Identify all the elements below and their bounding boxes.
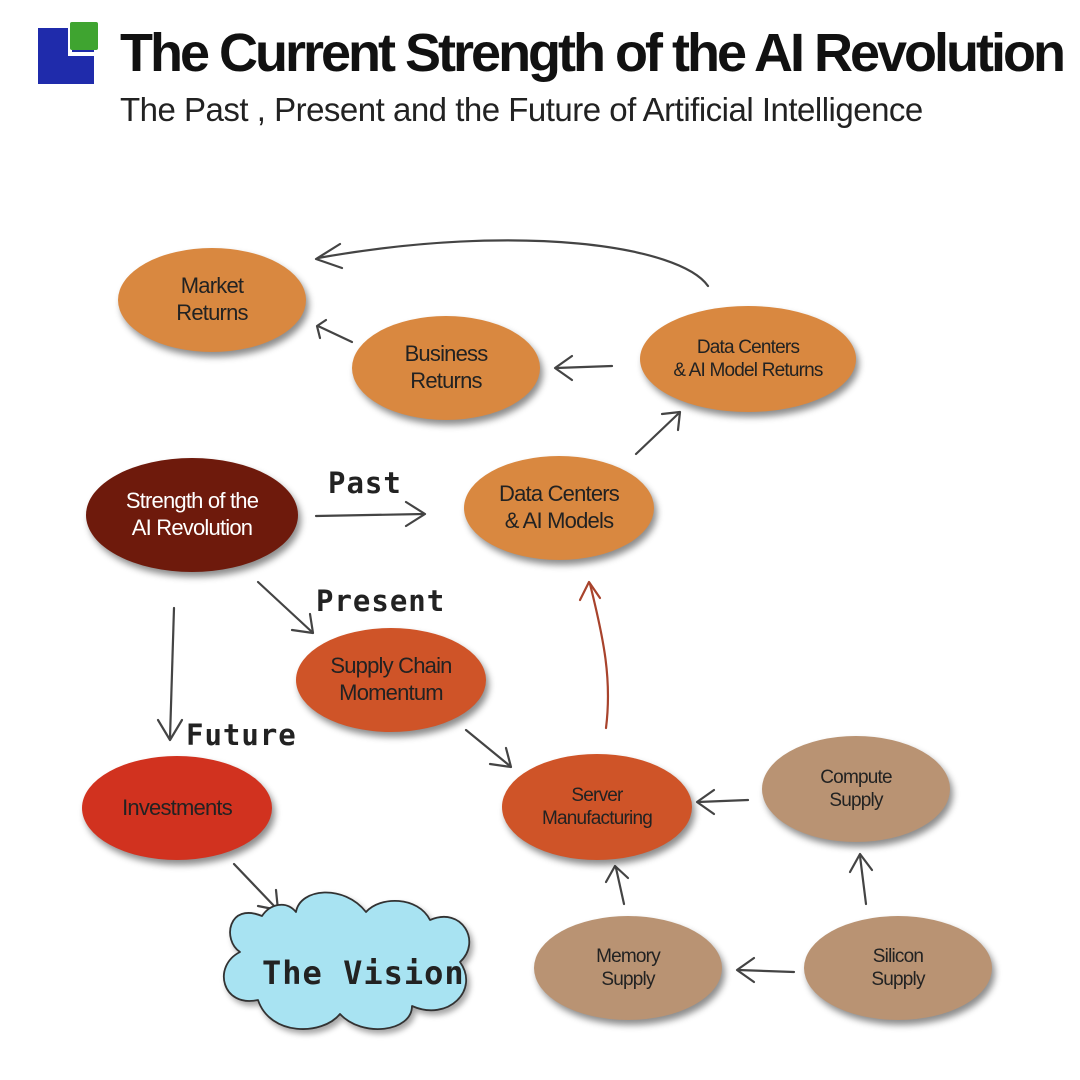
arrowhead	[848, 852, 874, 874]
arrow-present	[256, 580, 314, 634]
node-market-returns: Market Returns	[118, 248, 306, 352]
arrow-silicon-to-memory	[736, 968, 796, 974]
arrow-investments-to-vision	[232, 862, 278, 910]
node-label: Business Returns	[404, 341, 489, 393]
node-label: Market Returns	[176, 273, 248, 325]
arrow-dcreturns-to-business	[554, 364, 614, 370]
node-supply-chain-momentum: Supply Chain Momentum	[296, 628, 486, 732]
node-label: Silicon Supply	[871, 945, 925, 990]
node-server-manufacturing: Server Manufacturing	[502, 754, 692, 860]
node-investments: Investments	[82, 756, 272, 860]
label-past: Past	[328, 466, 402, 500]
node-business-returns: Business Returns	[352, 316, 540, 420]
arrowhead	[735, 956, 756, 984]
page-subtitle: The Past , Present and the Future of Art…	[120, 91, 923, 128]
node-label: Compute Supply	[820, 766, 892, 811]
page-title: The Current Strength of the AI Revolutio…	[120, 23, 1066, 83]
arrowhead	[404, 500, 427, 528]
arrowhead	[553, 354, 574, 382]
arrowhead	[604, 864, 630, 884]
label-present: Present	[316, 584, 446, 618]
node-compute-supply: Compute Supply	[762, 736, 950, 842]
label-future: Future	[186, 718, 297, 752]
node-label: Data Centers & AI Models	[498, 481, 620, 533]
arrow-past	[314, 512, 426, 518]
arrow-memory-to-server	[614, 866, 626, 906]
node-dc-ai-model-returns: Data Centers & AI Model Returns	[640, 306, 856, 412]
brand-logo	[38, 22, 98, 84]
arrow-dcmodels-to-dcreturns	[634, 412, 680, 456]
arrowhead	[695, 788, 716, 816]
arrowhead	[488, 746, 513, 769]
arrow-business-to-market	[316, 324, 354, 344]
vision-cloud-shape	[223, 891, 471, 1030]
arrow-compute-to-server	[696, 798, 750, 804]
arrow-server-to-dcmodels	[588, 582, 610, 730]
vision-label: The Vision	[262, 954, 465, 992]
node-memory-supply: Memory Supply	[534, 916, 722, 1020]
arrow-silicon-to-compute	[858, 854, 868, 906]
arrowhead	[314, 242, 344, 270]
arrowhead	[156, 718, 184, 742]
node-label: Supply Chain Momentum	[330, 653, 452, 705]
node-label: Strength of the AI Revolution	[125, 488, 259, 540]
arrowhead	[290, 612, 315, 635]
arrow-future	[168, 606, 176, 740]
arrow-supply-to-server	[464, 728, 512, 768]
arrow-dcreturns-to-market	[316, 239, 710, 288]
node-label: Investments	[122, 794, 233, 820]
arrowhead	[660, 410, 682, 432]
node-dc-ai-models: Data Centers & AI Models	[464, 456, 654, 560]
node-label: Server Manufacturing	[541, 784, 653, 829]
arrowhead	[578, 580, 602, 602]
node-label: Data Centers & AI Model Returns	[673, 336, 823, 381]
arrowhead	[315, 318, 328, 340]
node-strength-ai-revolution: Strength of the AI Revolution	[86, 458, 298, 572]
node-label: Memory Supply	[596, 945, 661, 990]
node-silicon-supply: Silicon Supply	[804, 916, 992, 1020]
